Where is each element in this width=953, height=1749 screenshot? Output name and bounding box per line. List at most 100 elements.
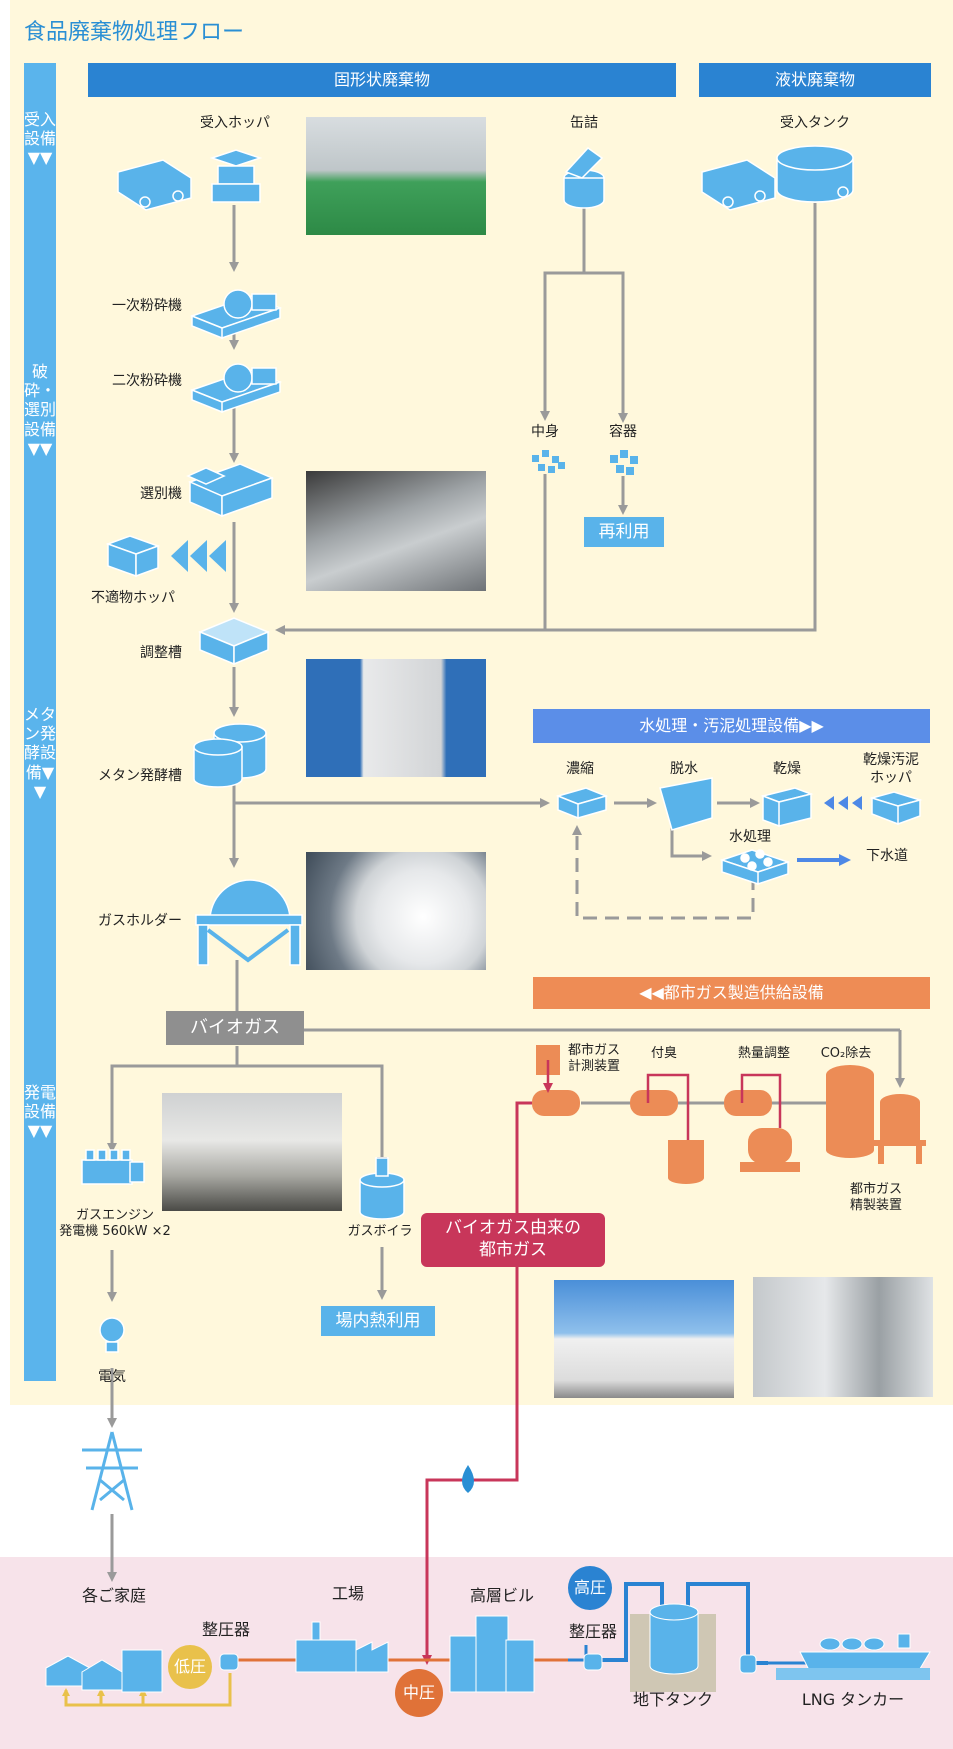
header-water-treatment: 水処理・汚泥処理設備▶▶ <box>533 709 930 743</box>
crusher-2-icon <box>189 363 283 414</box>
truck-icon-liquid <box>701 159 776 211</box>
stage-bar-receiving <box>24 63 56 231</box>
methane-tank-icon <box>193 723 267 788</box>
high-pressure-badge <box>568 1566 612 1610</box>
gas-boiler-icon <box>359 1157 405 1220</box>
label-regulator-low: 整圧器 <box>201 1620 251 1639</box>
bio-city-gas-box: バイオガス由来の 都市ガス <box>421 1213 605 1267</box>
truck-icon-solid <box>117 159 192 211</box>
label-reject-hopper: 不適物ホッパ <box>91 590 175 606</box>
stage-bar-power <box>24 1051 56 1381</box>
fermentation-tank-photo <box>306 659 486 777</box>
contents-bits-icon <box>532 450 565 473</box>
label-hopper: 受入ホッパ <box>200 115 270 131</box>
factory-icon <box>295 1621 389 1673</box>
mid-pressure-badge <box>395 1669 443 1717</box>
bio-city-gas-line <box>422 1101 532 1665</box>
thickener-icon <box>555 787 609 820</box>
low-pressure-badge <box>168 1645 212 1689</box>
label-dewater: 脱水 <box>670 761 698 777</box>
label-high-pressure: 高圧 <box>573 1578 607 1597</box>
receiving-tank-icon <box>776 145 854 203</box>
label-mid-pressure: 中圧 <box>402 1683 436 1702</box>
adjust-tank-icon <box>198 617 270 666</box>
stage-bar-fermentation <box>24 651 56 1051</box>
label-homes: 各ご家庭 <box>81 1586 147 1605</box>
label-adjust-tank: 調整槽 <box>140 645 182 661</box>
label-underground-tank: 地下タンク <box>632 1690 714 1709</box>
separator-machine-photo <box>306 471 486 591</box>
stage-label-fermentation: メタン発酵設備▼▼ <box>24 705 57 801</box>
label-odor: 付臭 <box>650 1046 678 1061</box>
label-container: 容器 <box>609 424 637 440</box>
label-lng-tanker: LNG タンカー <box>801 1690 905 1709</box>
reject-hopper-icon <box>105 535 161 578</box>
label-can: 缶詰 <box>570 115 598 131</box>
label-contents: 中身 <box>531 424 559 440</box>
biogas-box: バイオガス <box>166 1011 304 1045</box>
label-gas-holder: ガスホルダー <box>98 913 182 929</box>
calorie-unit-icon <box>740 1128 800 1172</box>
hopper-icon <box>209 149 263 203</box>
meter-pipe-icon <box>532 1090 580 1116</box>
sludge-hopper-icon <box>869 791 923 826</box>
container-bits-icon <box>610 450 638 475</box>
gas-holder-photo <box>306 852 486 970</box>
label-crusher-1: 一次粉砕機 <box>112 298 182 314</box>
tanker-regulator-icon <box>739 1654 757 1674</box>
co2-tower-icon <box>826 1065 874 1158</box>
label-highrise: 高層ビル <box>469 1586 535 1605</box>
houses-icon <box>45 1649 163 1693</box>
label-gas-boiler: ガスボイラ <box>347 1224 413 1239</box>
label-electricity: 電気 <box>98 1369 126 1385</box>
label-separator: 選別機 <box>140 486 182 502</box>
odor-tank-icon <box>668 1140 704 1184</box>
label-receiving-tank: 受入タンク <box>780 115 850 131</box>
gas-engine-icon <box>81 1149 145 1185</box>
label-sludge-hopper: 乾燥汚泥 ホッパ <box>863 752 919 786</box>
power-pylon-icon <box>82 1431 142 1511</box>
lng-tanker-icon <box>799 1633 931 1673</box>
process-flow-lines <box>107 203 905 1582</box>
label-calorie: 熱量調整 <box>737 1046 791 1061</box>
sea <box>776 1668 930 1680</box>
water-arrows <box>797 796 862 866</box>
label-crusher-2: 二次粉砕機 <box>112 373 182 389</box>
crusher-1-icon <box>189 289 283 340</box>
label-regulator-high: 整圧器 <box>568 1622 618 1641</box>
underground-tank-icon <box>630 1603 716 1692</box>
dryer-icon <box>760 787 814 828</box>
label-co2: CO₂除去 <box>820 1046 872 1061</box>
water-treatment-icon <box>719 849 791 886</box>
stage-label-receiving: 受入設備▼▼ <box>24 110 57 168</box>
light-bulb-icon <box>99 1317 125 1353</box>
label-gas-meter: 都市ガス 計測装置 <box>568 1043 621 1075</box>
label-dry: 乾燥 <box>773 761 801 777</box>
label-methane-tank: メタン発酵槽 <box>98 768 182 784</box>
receiving-area-photo <box>306 117 486 235</box>
regulator-high-icon <box>583 1653 603 1671</box>
gas-holder-icon <box>195 879 303 966</box>
highrise-icon <box>449 1615 535 1693</box>
header-city-gas: ◀◀都市ガス製造供給設備 <box>533 977 930 1009</box>
stage-label-power: 発電設備▼▼ <box>24 1083 57 1141</box>
separator-icon <box>186 463 275 518</box>
regulator-low-icon <box>219 1653 239 1671</box>
dewater-icon <box>659 777 713 831</box>
stage-label-crushing: 破砕・選別設備▼▼ <box>24 362 57 458</box>
odor-pipe-icon <box>630 1090 678 1116</box>
page-title: 食品廃棄物処理フロー <box>24 20 245 45</box>
plant-exterior-photo <box>554 1280 734 1398</box>
header-liquid-waste: 液状廃棄物 <box>699 63 931 97</box>
onsite-heat-box: 場内熱利用 <box>321 1306 435 1336</box>
header-solid-waste: 固形状廃棄物 <box>88 63 676 97</box>
label-sewer: 下水道 <box>866 848 908 864</box>
gas-engine-photo <box>162 1093 342 1211</box>
label-gas-engine: ガスエンジン 発電機 560kW ×2 <box>59 1208 171 1240</box>
label-factory: 工場 <box>331 1584 365 1603</box>
stage-bar-crushing <box>24 231 56 651</box>
gas-control-lines <box>543 1060 782 1140</box>
label-low-pressure: 低圧 <box>173 1657 207 1676</box>
label-water-treatment: 水処理 <box>729 829 771 845</box>
label-refiner: 都市ガス 精製装置 <box>849 1182 903 1214</box>
